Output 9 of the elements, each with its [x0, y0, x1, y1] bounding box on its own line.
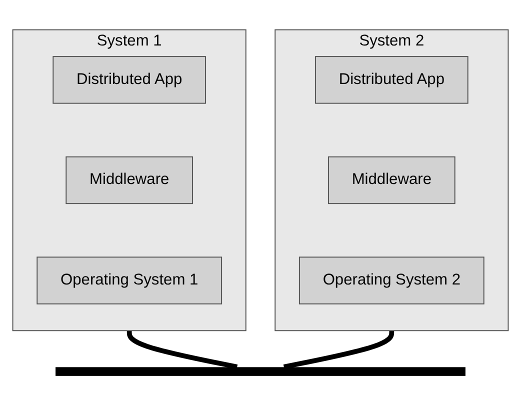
node-box: Operating System 2	[298, 256, 484, 304]
node-box: Middleware	[66, 156, 194, 204]
node-box: Middleware	[328, 156, 456, 204]
node-box: Operating System 1	[36, 256, 222, 304]
node-box: Distributed App	[52, 56, 206, 104]
connector	[283, 330, 394, 370]
connector	[126, 330, 238, 370]
node-box: Distributed App	[314, 56, 468, 104]
node-bar	[56, 367, 466, 376]
